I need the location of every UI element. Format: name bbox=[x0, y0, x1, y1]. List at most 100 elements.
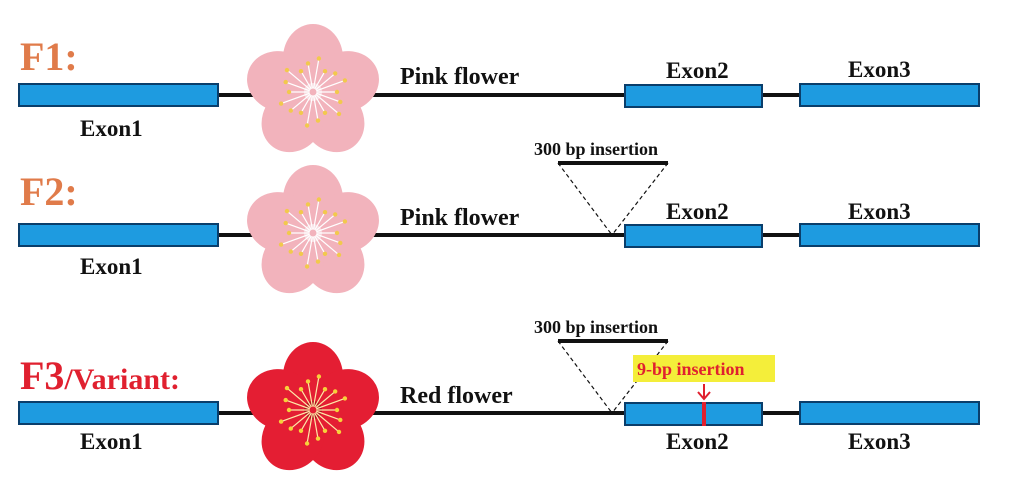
exon1-label: Exon1 bbox=[80, 254, 143, 279]
flower-anther bbox=[322, 428, 328, 433]
flower-stamen bbox=[306, 91, 314, 126]
flower-stamen bbox=[312, 232, 340, 256]
flower-anther bbox=[305, 61, 311, 66]
flower-stamen bbox=[306, 409, 314, 444]
flower-stamen bbox=[312, 72, 336, 93]
flower-petal bbox=[247, 192, 315, 253]
flower-stamen bbox=[312, 79, 346, 93]
flower-anther bbox=[305, 202, 311, 207]
flower-stamen bbox=[307, 63, 314, 93]
flower-anther bbox=[316, 197, 322, 202]
flower-stamen bbox=[286, 387, 314, 411]
flower-anther bbox=[338, 240, 343, 246]
flower-petal bbox=[247, 51, 315, 112]
flower-anther bbox=[342, 78, 348, 83]
flower-anther bbox=[316, 56, 322, 61]
flower-stamen bbox=[290, 91, 314, 112]
flower-anther bbox=[338, 99, 343, 105]
row-f1: F1: Exon1 Exon2 Exon3 Pink flower bbox=[18, 24, 980, 153]
flower-anther bbox=[316, 374, 322, 379]
flower-stamen bbox=[312, 390, 336, 411]
insertion-300bp-label: 300 bp insertion bbox=[534, 139, 658, 159]
exon3-box bbox=[799, 223, 980, 247]
flower-stamen bbox=[280, 91, 314, 105]
flower-stamen bbox=[312, 232, 341, 244]
flower-anther bbox=[298, 387, 304, 392]
flower-stamen bbox=[312, 213, 336, 234]
flower-stamen bbox=[285, 222, 314, 234]
row-label-f3: F3/Variant: bbox=[20, 353, 180, 398]
insertion-guide-line-right bbox=[611, 162, 669, 236]
flower-stamen bbox=[307, 381, 314, 411]
flower-anther bbox=[304, 441, 310, 446]
exon2-box bbox=[624, 402, 763, 426]
flower-stamen bbox=[312, 91, 326, 114]
flower-anther bbox=[304, 123, 310, 128]
flower-anther bbox=[322, 387, 328, 392]
insertion-9bp-highlight bbox=[633, 355, 775, 382]
flower-stamen bbox=[312, 388, 326, 411]
exon2-box bbox=[624, 84, 763, 108]
flower-anther bbox=[333, 212, 338, 217]
flower-anther bbox=[333, 389, 338, 394]
flower-anther bbox=[304, 264, 310, 269]
flower-phenotype-label: Pink flower bbox=[400, 205, 520, 231]
row-label-f2: F2: bbox=[20, 169, 78, 214]
red-flower-icon bbox=[247, 342, 379, 471]
flower-stamen bbox=[312, 91, 340, 115]
flower-stamen bbox=[312, 409, 341, 421]
flower-stamen bbox=[312, 376, 320, 411]
flower-stamen bbox=[312, 199, 320, 234]
flower-stamen bbox=[312, 70, 326, 93]
pink-flower-icon bbox=[247, 165, 379, 294]
flower-anther bbox=[342, 396, 348, 401]
exon3-box bbox=[799, 83, 980, 107]
row-label-f3-suffix: /Variant: bbox=[63, 363, 180, 396]
row-f2: F2: Exon1 Exon2 Exon3 Pink flower 300 bp… bbox=[18, 139, 980, 294]
flower-stamen bbox=[280, 232, 314, 246]
flower-anther bbox=[288, 249, 293, 254]
exon2-label: Exon2 bbox=[666, 199, 729, 224]
flower-anther bbox=[305, 379, 311, 384]
flower-anther bbox=[334, 230, 340, 236]
insertion-guide-line-left bbox=[557, 340, 613, 414]
flower-stamen bbox=[285, 399, 314, 411]
flower-anther bbox=[298, 110, 304, 115]
exon3-box bbox=[799, 401, 980, 425]
flower-anther bbox=[315, 259, 321, 264]
flower-stamen bbox=[280, 409, 314, 423]
row-label-f3-main: F3 bbox=[20, 353, 64, 398]
flower-stamen bbox=[300, 409, 314, 432]
flower-anther bbox=[322, 110, 328, 115]
flower-stamen bbox=[286, 210, 314, 234]
flower-stamen bbox=[312, 409, 326, 432]
flower-stamen bbox=[312, 409, 340, 433]
exon2-label: Exon2 bbox=[666, 429, 729, 454]
flower-stamen bbox=[307, 204, 314, 234]
row-label-f1: F1: bbox=[20, 34, 78, 79]
flower-stamen bbox=[312, 91, 341, 103]
flower-anther bbox=[336, 111, 342, 117]
flower-stamen bbox=[312, 232, 326, 255]
flower-anther bbox=[298, 210, 304, 215]
flower-anther bbox=[342, 219, 348, 224]
flower-anther bbox=[278, 419, 284, 424]
flower-stamen bbox=[312, 91, 319, 121]
flower-petal bbox=[247, 369, 315, 430]
exon3-label: Exon3 bbox=[848, 429, 911, 454]
flower-stamen bbox=[300, 388, 314, 411]
flower-anther bbox=[315, 436, 321, 441]
flower-anther bbox=[284, 385, 290, 391]
flower-stamen bbox=[312, 58, 320, 93]
flower-stamen bbox=[290, 232, 314, 253]
flower-anther bbox=[338, 417, 343, 423]
flower-anther bbox=[298, 69, 304, 74]
flower-anther bbox=[284, 67, 290, 73]
flower-anther bbox=[278, 101, 284, 106]
exon1-box bbox=[18, 223, 219, 247]
flower-stamen bbox=[300, 232, 314, 255]
flower-anther bbox=[288, 108, 293, 113]
flower-anther bbox=[334, 89, 340, 95]
flower-stamen bbox=[286, 69, 314, 93]
exon3-label: Exon3 bbox=[848, 199, 911, 224]
